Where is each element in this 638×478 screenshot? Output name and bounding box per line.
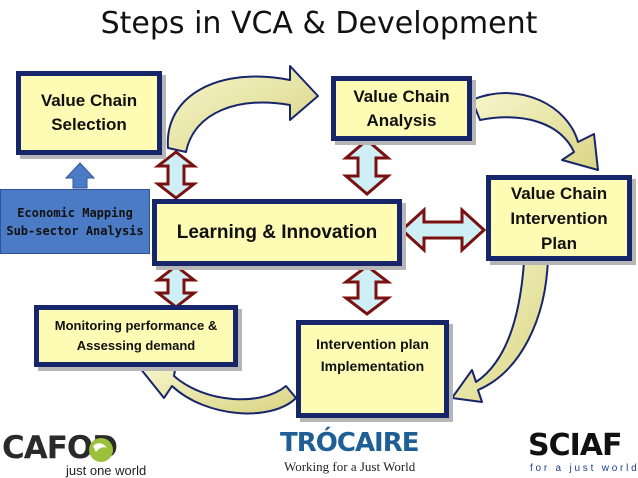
box-learning-innovation: Learning & Innovation xyxy=(152,199,402,266)
double-arrow-learning-implementation xyxy=(341,264,393,316)
cafod-logo: CAFOD just one world xyxy=(2,430,147,478)
curved-arrow-implementation-to-monitoring xyxy=(139,363,297,415)
up-arrow-side-to-selection xyxy=(64,162,96,189)
box-value-chain-intervention-plan: Value Chain Intervention Plan xyxy=(486,175,632,261)
curved-arrow-selection-to-analysis xyxy=(166,65,319,153)
page-title: Steps in VCA & Development xyxy=(100,6,538,41)
double-arrow-learning-monitoring xyxy=(153,264,199,309)
curved-arrow-plan-to-implementation xyxy=(451,257,549,403)
cafod-globe-icon xyxy=(89,438,113,462)
double-arrow-analysis-learning xyxy=(341,138,393,196)
trocaire-logo: TRÓCAIRE Working for a Just World xyxy=(280,428,420,474)
double-arrow-learning-plan xyxy=(399,206,487,254)
curved-arrow-analysis-to-plan xyxy=(471,92,599,171)
box-intervention-implementation: Intervention plan Implementation xyxy=(296,320,449,418)
double-arrow-selection-learning xyxy=(153,150,199,200)
box-monitoring-performance: Monitoring performance & Assessing deman… xyxy=(34,305,238,367)
box-economic-mapping: Economic Mapping Sub-sector Analysis xyxy=(0,189,150,254)
sciaf-logo: SCIAF f o r a j u s t w o r l d xyxy=(528,428,637,474)
box-value-chain-analysis: Value Chain Analysis xyxy=(331,76,472,141)
box-value-chain-selection: Value Chain Selection xyxy=(16,71,162,155)
